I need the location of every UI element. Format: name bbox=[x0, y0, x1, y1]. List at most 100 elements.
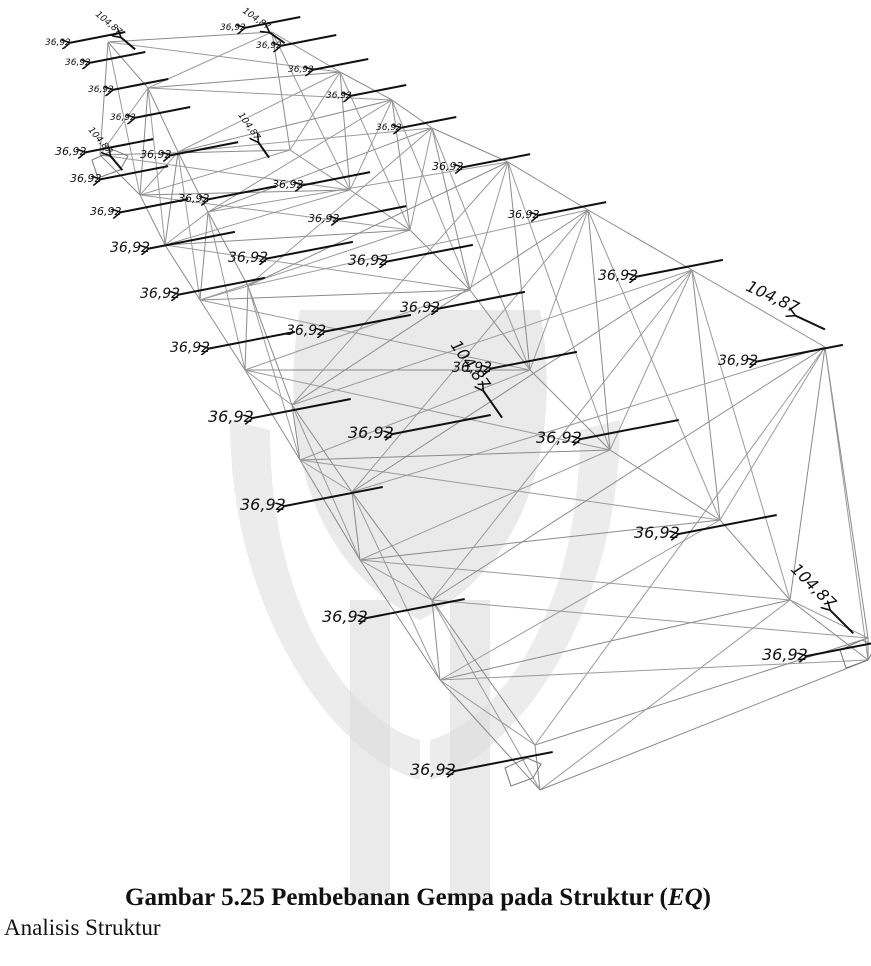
watermark-emblem bbox=[230, 310, 620, 900]
floor-beam-line bbox=[164, 229, 411, 246]
load-marker: 36,92 bbox=[220, 16, 301, 33]
wall-bracing bbox=[391, 99, 471, 291]
rafter-line bbox=[207, 127, 433, 213]
load-label: 36,92 bbox=[410, 760, 456, 779]
longitudinal-member bbox=[271, 31, 341, 73]
load-arrow bbox=[149, 230, 236, 249]
load-arrow bbox=[111, 156, 124, 171]
wall-bracing bbox=[439, 679, 536, 746]
load-marker: 36,92 bbox=[256, 34, 337, 51]
rafter-line bbox=[431, 346, 826, 601]
load-arrow bbox=[90, 51, 146, 63]
load-arrow bbox=[101, 165, 169, 179]
longitudinal-member bbox=[719, 519, 791, 601]
roof-bracing bbox=[291, 269, 693, 406]
column-line bbox=[164, 151, 179, 246]
load-marker: 36,92 bbox=[326, 84, 407, 101]
load-marker: 36,92 bbox=[140, 141, 239, 161]
load-label: 36,92 bbox=[634, 523, 680, 542]
load-arrow bbox=[171, 141, 239, 155]
load-marker: 36,92 bbox=[322, 597, 465, 626]
section-heading: Analisis Struktur bbox=[4, 915, 161, 940]
load-arrow bbox=[245, 16, 301, 28]
load-arrow bbox=[209, 185, 277, 199]
load-arrow bbox=[325, 313, 412, 332]
roof-bracing bbox=[351, 209, 589, 493]
column-line bbox=[691, 269, 721, 521]
load-label: 36,92 bbox=[348, 253, 388, 269]
column-line bbox=[507, 161, 531, 371]
load-marker: 36,92 bbox=[70, 165, 169, 185]
wall-bracing bbox=[164, 211, 209, 246]
wall-bracing bbox=[247, 285, 301, 461]
load-label: 36,92 bbox=[400, 300, 440, 316]
floor-bracing bbox=[299, 369, 531, 461]
longitudinal-member bbox=[247, 285, 293, 406]
floor-bracing bbox=[164, 189, 351, 246]
roof-bracing bbox=[431, 599, 869, 639]
load-label: 36,92 bbox=[220, 23, 246, 33]
load-label: 36,92 bbox=[762, 645, 808, 664]
load-label: 36,92 bbox=[256, 41, 282, 51]
load-arrow bbox=[807, 642, 871, 656]
floor-bracing bbox=[199, 299, 531, 371]
longitudinal-member bbox=[587, 209, 693, 271]
longitudinal-member bbox=[107, 41, 149, 89]
floor-beam-line bbox=[299, 449, 611, 461]
longitudinal-member bbox=[431, 127, 509, 163]
load-arrow bbox=[463, 153, 531, 167]
load-arrow bbox=[439, 290, 526, 309]
longitudinal-member bbox=[431, 599, 536, 746]
column-line bbox=[339, 71, 351, 191]
load-label: 104,87 bbox=[787, 559, 841, 613]
longitudinal-member bbox=[291, 404, 353, 493]
load-label: 36,92 bbox=[452, 360, 492, 376]
column-line bbox=[431, 599, 441, 681]
load-arrow bbox=[539, 201, 607, 215]
load-label: 36,92 bbox=[88, 85, 114, 95]
wall-bracing bbox=[299, 459, 353, 493]
longitudinal-member bbox=[199, 299, 246, 371]
column-line bbox=[789, 346, 826, 601]
load-arrow bbox=[121, 38, 136, 51]
rafter-line bbox=[177, 99, 393, 153]
longitudinal-member bbox=[469, 289, 531, 371]
longitudinal-member bbox=[147, 87, 179, 153]
roof-bracing bbox=[177, 127, 433, 153]
load-label: 36,92 bbox=[140, 148, 172, 161]
column-line bbox=[587, 209, 611, 451]
wall-bracing bbox=[691, 269, 791, 601]
load-label: 36,92 bbox=[288, 65, 314, 75]
load-arrow bbox=[393, 413, 491, 434]
column-line bbox=[534, 744, 541, 791]
longitudinal-member bbox=[359, 559, 441, 681]
floor-beam-line bbox=[439, 599, 791, 681]
load-arrow bbox=[581, 418, 679, 439]
floor-bracing bbox=[139, 149, 291, 196]
load-arrow bbox=[135, 106, 191, 118]
roof-bracing bbox=[291, 161, 509, 406]
load-label: 36,92 bbox=[508, 208, 540, 221]
column-line bbox=[291, 404, 301, 461]
roof-bracing bbox=[247, 127, 433, 287]
wall-bracing bbox=[789, 599, 869, 639]
wall-bracing bbox=[107, 41, 141, 196]
load-label: 36,92 bbox=[326, 91, 352, 101]
longitudinal-member bbox=[207, 211, 249, 287]
load-label: 36,92 bbox=[70, 172, 102, 185]
wall-bracing bbox=[719, 346, 826, 521]
floor-bracing bbox=[439, 519, 721, 681]
longitudinal-member bbox=[299, 459, 361, 561]
load-marker: 36,92 bbox=[90, 198, 189, 218]
load-label: 36,92 bbox=[178, 192, 210, 205]
load-arrow bbox=[757, 343, 844, 362]
column-line bbox=[199, 211, 209, 301]
roof-bracing bbox=[107, 41, 341, 73]
load-label: 36,92 bbox=[140, 286, 180, 302]
load-arrow bbox=[259, 143, 270, 159]
load-marker: 36,92 bbox=[288, 58, 369, 75]
load-arrow bbox=[830, 610, 854, 634]
floor-bracing bbox=[299, 459, 721, 521]
load-marker: 36,92 bbox=[286, 313, 412, 339]
